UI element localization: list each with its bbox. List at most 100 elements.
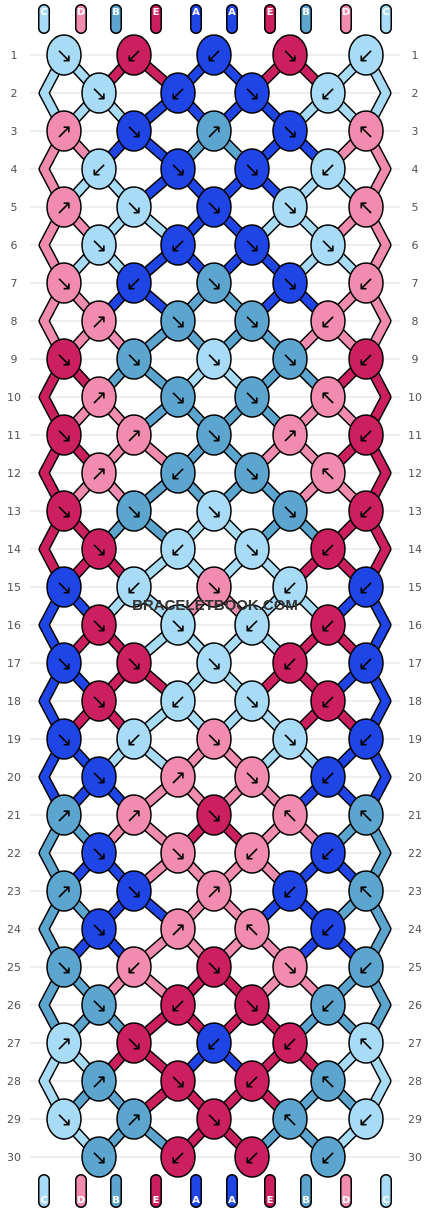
row-number-left: 5 (11, 201, 18, 214)
knot (272, 110, 308, 152)
row-number-right: 28 (408, 1075, 422, 1088)
knot-arrow-icon: ↘ (56, 423, 73, 447)
bottom-strand-label: B (112, 1195, 120, 1206)
knot-arrow-icon: ↗ (91, 1069, 108, 1093)
knot-arrow-icon: ↘ (56, 347, 73, 371)
knot (81, 72, 117, 114)
bottom-strand-label: B (302, 1195, 310, 1206)
row-number-left: 4 (11, 163, 18, 176)
knot-arrow-icon: ↘ (126, 499, 143, 523)
knot-arrow-icon: ↘ (126, 879, 143, 903)
row-number-left: 12 (7, 467, 21, 480)
row-number-right: 14 (408, 543, 422, 556)
knot-arrow-icon: ↙ (320, 537, 337, 561)
knot (234, 72, 270, 114)
knot-arrow-icon: ↘ (206, 499, 223, 523)
knot-arrow-icon: ↘ (206, 195, 223, 219)
knot-arrow-icon: ↘ (206, 803, 223, 827)
knot-arrow-icon: ↙ (170, 233, 187, 257)
row-number-left: 3 (11, 125, 18, 138)
knot-arrow-icon: ↙ (244, 1069, 261, 1093)
knot (196, 870, 232, 912)
knot (46, 490, 82, 532)
knot (348, 718, 384, 760)
knot (234, 832, 270, 874)
knot (116, 34, 152, 76)
knot-arrow-icon: ↙ (320, 841, 337, 865)
knot-arrow-icon: ↘ (56, 955, 73, 979)
knot-arrow-icon: ↗ (56, 803, 73, 827)
knot (81, 528, 117, 570)
bottom-strand-label: E (153, 1195, 160, 1206)
knot-arrow-icon: ↘ (91, 233, 108, 257)
knot (272, 490, 308, 532)
bottom-strand-label: C (40, 1195, 47, 1206)
knot (310, 832, 346, 874)
knot-arrow-icon: ↙ (126, 955, 143, 979)
knot (348, 262, 384, 304)
knot (160, 984, 196, 1026)
knot-arrow-icon: ↙ (358, 575, 375, 599)
knot-arrow-icon: ↗ (91, 385, 108, 409)
knot-arrow-icon: ↘ (206, 727, 223, 751)
knot (234, 224, 270, 266)
knot (234, 604, 270, 646)
knot-arrow-icon: ↘ (91, 537, 108, 561)
knot (310, 148, 346, 190)
row-number-right: 4 (412, 163, 419, 176)
row-number-left: 8 (11, 315, 18, 328)
knot-arrow-icon: ↙ (126, 575, 143, 599)
knot (160, 680, 196, 722)
bottom-strand-label: C (382, 1195, 389, 1206)
knot-arrow-icon: ↖ (320, 385, 337, 409)
knot (310, 376, 346, 418)
row-number-right: 26 (408, 999, 422, 1012)
knot (160, 376, 196, 418)
knot-arrow-icon: ↘ (126, 119, 143, 143)
knot (272, 338, 308, 380)
row-number-right: 23 (408, 885, 422, 898)
row-number-left: 21 (7, 809, 21, 822)
knot-arrow-icon: ↙ (282, 651, 299, 675)
knot (81, 376, 117, 418)
knot (196, 262, 232, 304)
knot (196, 414, 232, 456)
knot (116, 870, 152, 912)
row-number-left: 14 (7, 543, 21, 556)
knot (272, 186, 308, 228)
knot-arrow-icon: ↖ (282, 1107, 299, 1131)
knot (234, 452, 270, 494)
knot-arrow-icon: ↘ (91, 993, 108, 1017)
knot-arrow-icon: ↙ (358, 955, 375, 979)
knot (46, 1098, 82, 1140)
knot-arrow-icon: ↙ (320, 765, 337, 789)
knot (196, 566, 232, 608)
knot (272, 870, 308, 912)
knot-arrow-icon: ↖ (282, 803, 299, 827)
knot-arrow-icon: ↙ (320, 993, 337, 1017)
knot-arrow-icon: ↙ (320, 309, 337, 333)
knot-arrow-icon: ↘ (56, 727, 73, 751)
knot (272, 1098, 308, 1140)
top-strand-label: C (382, 7, 389, 18)
knot (272, 566, 308, 608)
row-number-left: 10 (7, 391, 21, 404)
knot (116, 946, 152, 988)
knot (272, 262, 308, 304)
knot (116, 1022, 152, 1064)
knot (348, 870, 384, 912)
knot (310, 984, 346, 1026)
knot (234, 376, 270, 418)
knot (272, 946, 308, 988)
row-number-left: 15 (7, 581, 21, 594)
knot (46, 1022, 82, 1064)
knot (234, 984, 270, 1026)
knot-arrow-icon: ↗ (56, 879, 73, 903)
knot-arrow-icon: ↘ (206, 575, 223, 599)
knot-arrow-icon: ↘ (56, 575, 73, 599)
knot-arrow-icon: ↙ (320, 81, 337, 105)
knot-arrow-icon: ↙ (126, 43, 143, 67)
knot (310, 452, 346, 494)
